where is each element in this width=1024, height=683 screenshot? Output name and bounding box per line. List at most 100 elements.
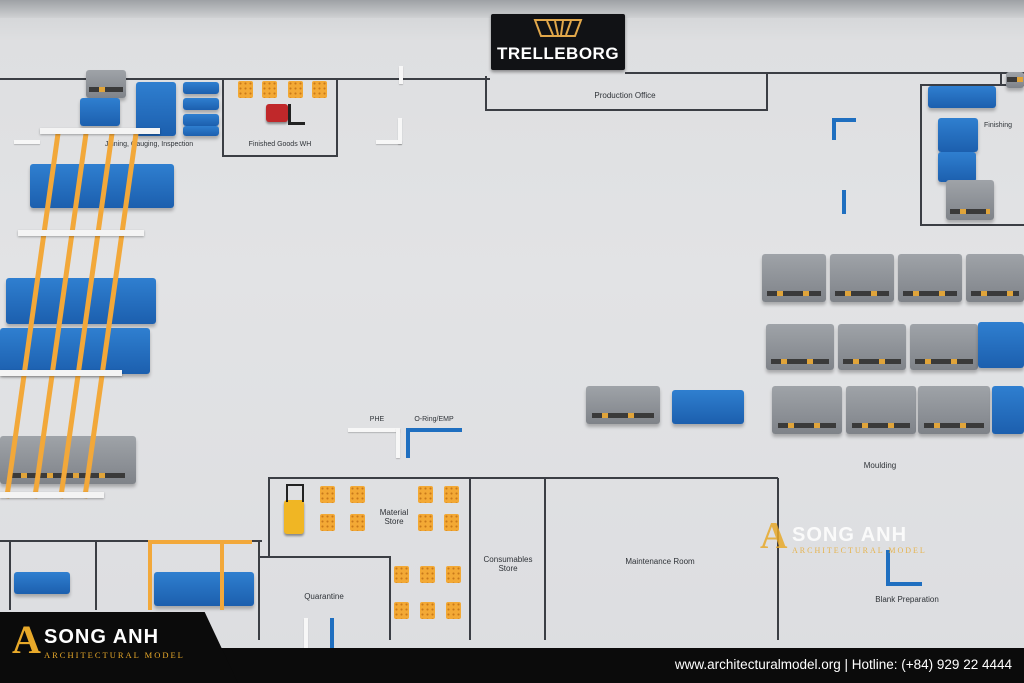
blue-bench [183, 126, 219, 136]
forklift-cage [286, 484, 304, 502]
watermark-sub: ARCHITECTURAL MODEL [792, 546, 927, 555]
white-arrow-l [398, 118, 402, 144]
logo-name: SONG ANH [44, 626, 160, 648]
pallet [350, 514, 365, 531]
white-arrow-up [399, 66, 403, 84]
gantry-beam-white [40, 128, 160, 134]
grey-finishing-unit [946, 180, 994, 220]
blue-finishing-unit [938, 118, 978, 152]
moulding-press [766, 324, 834, 370]
gantry-beam-orange [148, 540, 252, 544]
forklift-yellow [284, 500, 304, 534]
joining-label: Joining, Gauging, Inspection [104, 141, 194, 148]
footer-contact: www.architecturalmodel.org | Hotline: (+… [674, 657, 1012, 672]
board-top-edge [0, 0, 1024, 18]
pallet [446, 602, 461, 619]
material-store-label: Material Store [379, 508, 409, 526]
watermark-mark: A [760, 515, 788, 557]
trelleborg-sign: TRELLEBORG [491, 14, 625, 70]
moulding-label: Moulding [863, 461, 897, 470]
oring-sign: O-Ring/EMP [414, 416, 454, 423]
moulding-press-blue [992, 386, 1024, 434]
fg-wh-bottom [222, 155, 338, 157]
logo-badge: A SONG ANH ARCHITECTURAL MODEL [0, 612, 238, 683]
top-right-divider [1000, 72, 1002, 86]
wall-top [0, 78, 490, 80]
maintenance-label: Maintenance Room [625, 557, 695, 566]
fg-wh-left [222, 78, 224, 156]
finishing-label: Finishing [984, 122, 1013, 129]
moulding-press [762, 254, 826, 302]
pallet [420, 602, 435, 619]
blank-prep-label: Blank Preparation [875, 595, 939, 604]
office-bottom [485, 109, 768, 111]
pallet [418, 514, 433, 531]
blue-finishing-unit [928, 86, 996, 108]
gantry-beam-white [18, 230, 144, 236]
trelleborg-logo-icon [533, 19, 583, 37]
pallet [418, 486, 433, 503]
pallet [350, 486, 365, 503]
moulding-press-blue [978, 322, 1024, 368]
right-bottom-top [778, 478, 1024, 480]
pallet [312, 81, 327, 98]
white-arrow-left [14, 140, 40, 144]
white-arrow-phe [348, 428, 400, 432]
moulding-press [918, 386, 990, 434]
quarantine-label: Quarantine [304, 592, 344, 601]
pallet [288, 81, 303, 98]
moulding-press [910, 324, 978, 370]
blue-arrow-quarantine [330, 618, 334, 648]
blue-arrow-blank [886, 582, 922, 586]
finishing-top [920, 84, 1024, 86]
pallet [444, 486, 459, 503]
left-room-top [0, 540, 262, 542]
moulding-press [838, 324, 906, 370]
forklift-red [266, 104, 288, 122]
production-office-label: Production Office [594, 91, 656, 100]
blue-arrow-turn [832, 118, 836, 140]
pallet [394, 566, 409, 583]
moulding-press [830, 254, 894, 302]
center-grey-machine [586, 386, 660, 424]
moulding-press [846, 386, 916, 434]
logo-mark: A [12, 617, 41, 662]
pallet [394, 602, 409, 619]
left-room-div1 [95, 540, 97, 610]
blue-bench [183, 114, 219, 126]
material-left [268, 477, 270, 557]
pallet [320, 486, 335, 503]
gantry-rail-orange [148, 540, 152, 610]
pallet [238, 81, 253, 98]
wall-top-right [625, 72, 1024, 74]
gantry-beam-white [0, 370, 122, 376]
white-arrow-quarantine [304, 618, 308, 648]
quarantine-right [389, 556, 391, 640]
consumables-right [544, 478, 546, 640]
center-blue-machine [672, 390, 744, 424]
white-arrow-phe-stem [396, 428, 400, 458]
logo-sub: ARCHITECTURAL MODEL [44, 650, 185, 660]
moulding-press [772, 386, 842, 434]
brand-name: TRELLEBORG [496, 44, 620, 63]
blue-bench [183, 82, 219, 94]
blue-arrow-oring [406, 428, 462, 432]
office-left [485, 76, 487, 111]
pallet [262, 81, 277, 98]
blue-arrow-up [842, 190, 846, 214]
blue-arrow-blank [886, 550, 890, 586]
blue-arrow-oring-stem [406, 428, 410, 458]
quarantine-left [258, 540, 260, 640]
pallet [446, 566, 461, 583]
blue-bottom-machine [154, 572, 254, 606]
material-top [268, 477, 778, 479]
blue-line-machine [6, 278, 156, 324]
blue-finishing-unit [938, 152, 976, 182]
gantry-beam-white [0, 492, 104, 498]
blue-arrow-turn [832, 118, 856, 122]
blue-table [136, 82, 176, 136]
fg-wh-right [336, 78, 338, 156]
maintenance-right [777, 478, 779, 640]
moulding-press [966, 254, 1024, 302]
